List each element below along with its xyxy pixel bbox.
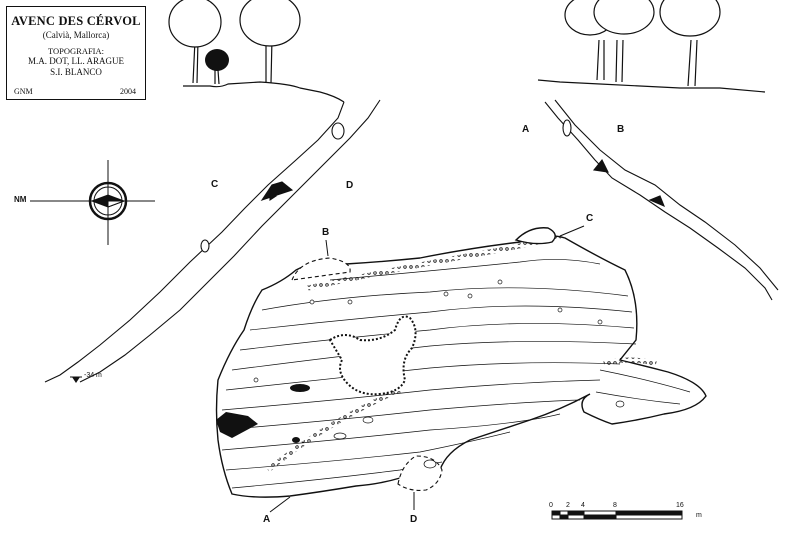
- profile-label-a: A: [522, 124, 530, 135]
- scale-tick-0: 0: [549, 502, 553, 509]
- survey-year: 2004: [120, 87, 136, 96]
- profile-label-c: C: [211, 179, 219, 190]
- depth-label: -34 m: [84, 372, 102, 379]
- plan-label-a: A: [263, 514, 271, 525]
- survey-location: (Calvià, Mallorca): [42, 30, 110, 40]
- profile-label-b: B: [617, 124, 625, 135]
- author-line-2: S.I. BLANCO: [50, 67, 102, 77]
- title-block: AVENC DES CÉRVOL (Calvià, Mallorca) TOPO…: [6, 6, 146, 100]
- organization: GNM: [14, 87, 33, 96]
- tree-left-2: [239, 0, 301, 47]
- tree-left-1: [168, 0, 222, 48]
- profile-section-a-b: [544, 99, 779, 301]
- scale-unit: m: [696, 512, 702, 519]
- plan-label-b: B: [322, 227, 330, 238]
- scale-tick-8: 8: [613, 502, 617, 509]
- shrub-left: [205, 49, 229, 71]
- profile-section-c-d: [44, 99, 381, 383]
- plan-view: [215, 225, 707, 513]
- scale-tick-4: 4: [581, 502, 585, 509]
- plan-label-c: C: [586, 213, 594, 224]
- scale-tick-16: 16: [676, 502, 684, 509]
- author-line-1: M.A. DOT, LL. ARAGUE: [27, 56, 125, 66]
- survey-title: AVENC DES CÉRVOL: [11, 14, 141, 28]
- profile-label-d: D: [346, 180, 354, 191]
- compass-icon: [30, 160, 155, 245]
- topography-heading: TOPOGRAFIA:: [47, 46, 105, 56]
- scale-tick-2: 2: [566, 502, 570, 509]
- tree-right-2: [593, 0, 655, 35]
- central-pit: [328, 315, 417, 396]
- plan-label-d: D: [410, 514, 418, 525]
- plan-outline: [215, 235, 707, 498]
- scale-bar: [551, 510, 683, 520]
- compass-label: NM: [14, 195, 27, 204]
- surface-right: [537, 39, 766, 93]
- tree-right-3: [659, 0, 721, 37]
- depth-marker: [70, 376, 82, 383]
- surface-left: [183, 37, 345, 103]
